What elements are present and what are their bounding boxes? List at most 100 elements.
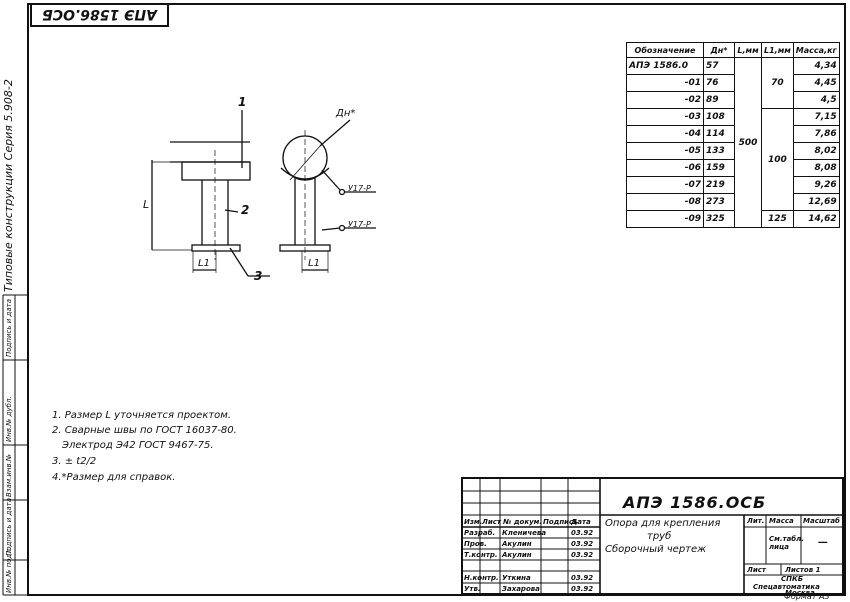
- lit-label: Лит.: [747, 517, 765, 525]
- row-mass: 8,08: [792, 159, 840, 177]
- side-series-text: Типовые конструкции Серия 5.908-2: [2, 79, 15, 292]
- row-code: -09: [626, 210, 704, 228]
- side-label-replace: Взам.инв.№: [5, 453, 13, 497]
- col-sign: Подпись: [543, 518, 578, 526]
- row-dn: 108: [703, 108, 735, 126]
- org-line-1: СПКБ: [781, 575, 804, 583]
- format-label: Формат А3: [784, 592, 830, 601]
- title-code: АПЭ 1586.ОСБ: [623, 493, 767, 512]
- row-mass: 7,15: [792, 108, 840, 126]
- row-mass: 4,34: [792, 57, 840, 75]
- row-mass: 14,62: [792, 210, 840, 228]
- note-1: 1. Размер L уточняется проектом.: [52, 410, 232, 421]
- table-row: -04 114 7,86: [626, 125, 840, 143]
- row-code: -01: [626, 74, 704, 92]
- col-date: Дата: [571, 518, 591, 526]
- col-doc: № докум.: [503, 518, 543, 526]
- role-tkontr: Т.контр.: [464, 551, 498, 559]
- header-L1: L1,мм: [761, 42, 794, 58]
- name-tkontr: Акулин: [502, 551, 532, 559]
- note-2-cont: Электрод Э42 ГОСТ 9467-75.: [62, 440, 214, 451]
- name-prov: Акулин: [502, 540, 532, 548]
- name-razrab: Кленичева: [502, 529, 547, 537]
- date-utv: 03.92: [571, 585, 594, 593]
- row-mass: 9,26: [792, 176, 840, 194]
- specification-table: Обозначение Дн* L,мм L1,мм Масса,кг АПЭ …: [626, 42, 840, 228]
- row-mass: 4,45: [792, 74, 840, 92]
- row-code: -05: [626, 142, 704, 160]
- stamp-text: АПЭ 1586.ОСБ: [42, 6, 157, 22]
- row-dn: 273: [703, 193, 735, 211]
- table-row: -09 325 125 14,62: [626, 210, 840, 228]
- scale-label: Масштаб: [803, 517, 840, 525]
- row-mass: 12,69: [792, 193, 840, 211]
- row-code: -03: [626, 108, 704, 126]
- table-row: -08 273 12,69: [626, 193, 840, 211]
- row-dn: 133: [703, 142, 735, 160]
- table-row: -01 76 4,45: [626, 74, 840, 92]
- name-utv: Захарова: [502, 585, 540, 593]
- role-prov: Пров.: [464, 540, 487, 548]
- L1-value-3: 125: [761, 210, 794, 228]
- scale-value: —: [818, 537, 828, 548]
- row-code: -02: [626, 91, 704, 109]
- title-name-3: Сборочный чертеж: [605, 544, 707, 555]
- sheets-label: Листов 1: [785, 566, 821, 574]
- table-row: -05 133 8,02: [626, 142, 840, 160]
- row-dn: 76: [703, 74, 735, 92]
- table-row: -06 159 8,08: [626, 159, 840, 177]
- role-razrab: Разраб.: [464, 529, 496, 537]
- row-dn: 219: [703, 176, 735, 194]
- header-mass: Масса,кг: [792, 42, 840, 58]
- col-izm: Изм.: [464, 518, 483, 526]
- table-row: АПЭ 1586.0 57 500 70 4,34: [626, 57, 840, 228]
- title-name-1: Опора для крепления: [605, 518, 721, 529]
- date-prov: 03.92: [571, 540, 594, 548]
- role-utv: Утв.: [464, 585, 481, 593]
- assembly-drawing: [151, 110, 376, 277]
- org-line-3: Москва: [785, 589, 815, 597]
- title-block: АПЭ 1586.ОСБ Опора для крепления труб Сб…: [461, 477, 844, 597]
- row-code: -06: [626, 159, 704, 177]
- row-code: -08: [626, 193, 704, 211]
- row-mass: 7,86: [792, 125, 840, 143]
- row-dn: 89: [703, 91, 735, 109]
- dn-label: Дн*: [336, 108, 356, 119]
- mass-value: См.табл. лица: [769, 535, 804, 551]
- weld-label-2: У17-Р: [348, 220, 371, 229]
- dim-L1-front: L1: [198, 258, 210, 269]
- row-dn: 114: [703, 125, 735, 143]
- weld-label-1: У17-Р: [348, 184, 371, 193]
- row-code: -04: [626, 125, 704, 143]
- side-label-sign-1: Подпись и дата: [5, 498, 13, 556]
- col-list: Лист: [482, 518, 501, 526]
- row-code: АПЭ 1586.0: [626, 57, 704, 75]
- table-row: -03 108 100 7,15: [626, 108, 840, 211]
- note-4: 4.*Размер для справок.: [52, 472, 176, 483]
- name-nkontr: Уткина: [502, 574, 531, 582]
- header-dn: Дн*: [703, 42, 735, 58]
- side-label-sign-2: Подпись и дата: [5, 299, 13, 357]
- header-designation: Обозначение: [626, 42, 704, 58]
- row-dn: 57: [703, 57, 735, 75]
- callout-3: 3: [254, 269, 263, 283]
- sheet-label: Лист: [747, 566, 766, 574]
- role-nkontr: Н.контр.: [464, 574, 499, 582]
- org-line-2: Спецавтоматика: [753, 583, 820, 591]
- dim-L1-side: L1: [308, 258, 320, 269]
- note-2: 2. Сварные швы по ГОСТ 16037-80.: [52, 425, 237, 436]
- row-mass: 8,02: [792, 142, 840, 160]
- side-label-dub: Инв.№ дубл.: [5, 396, 13, 442]
- table-row: -02 89 4,5: [626, 91, 840, 109]
- header-L: L,мм: [734, 42, 762, 58]
- table-row: -07 219 9,26: [626, 176, 840, 194]
- table-header-row: Обозначение Дн* L,мм L1,мм Масса,кг: [626, 42, 840, 58]
- L-value: 500: [734, 57, 762, 228]
- L1-value-2: 100: [761, 108, 794, 211]
- row-code: -07: [626, 176, 704, 194]
- mass-label: Масса: [769, 517, 794, 525]
- L1-value-1: 70: [761, 57, 794, 109]
- row-mass: 4,5: [792, 91, 840, 109]
